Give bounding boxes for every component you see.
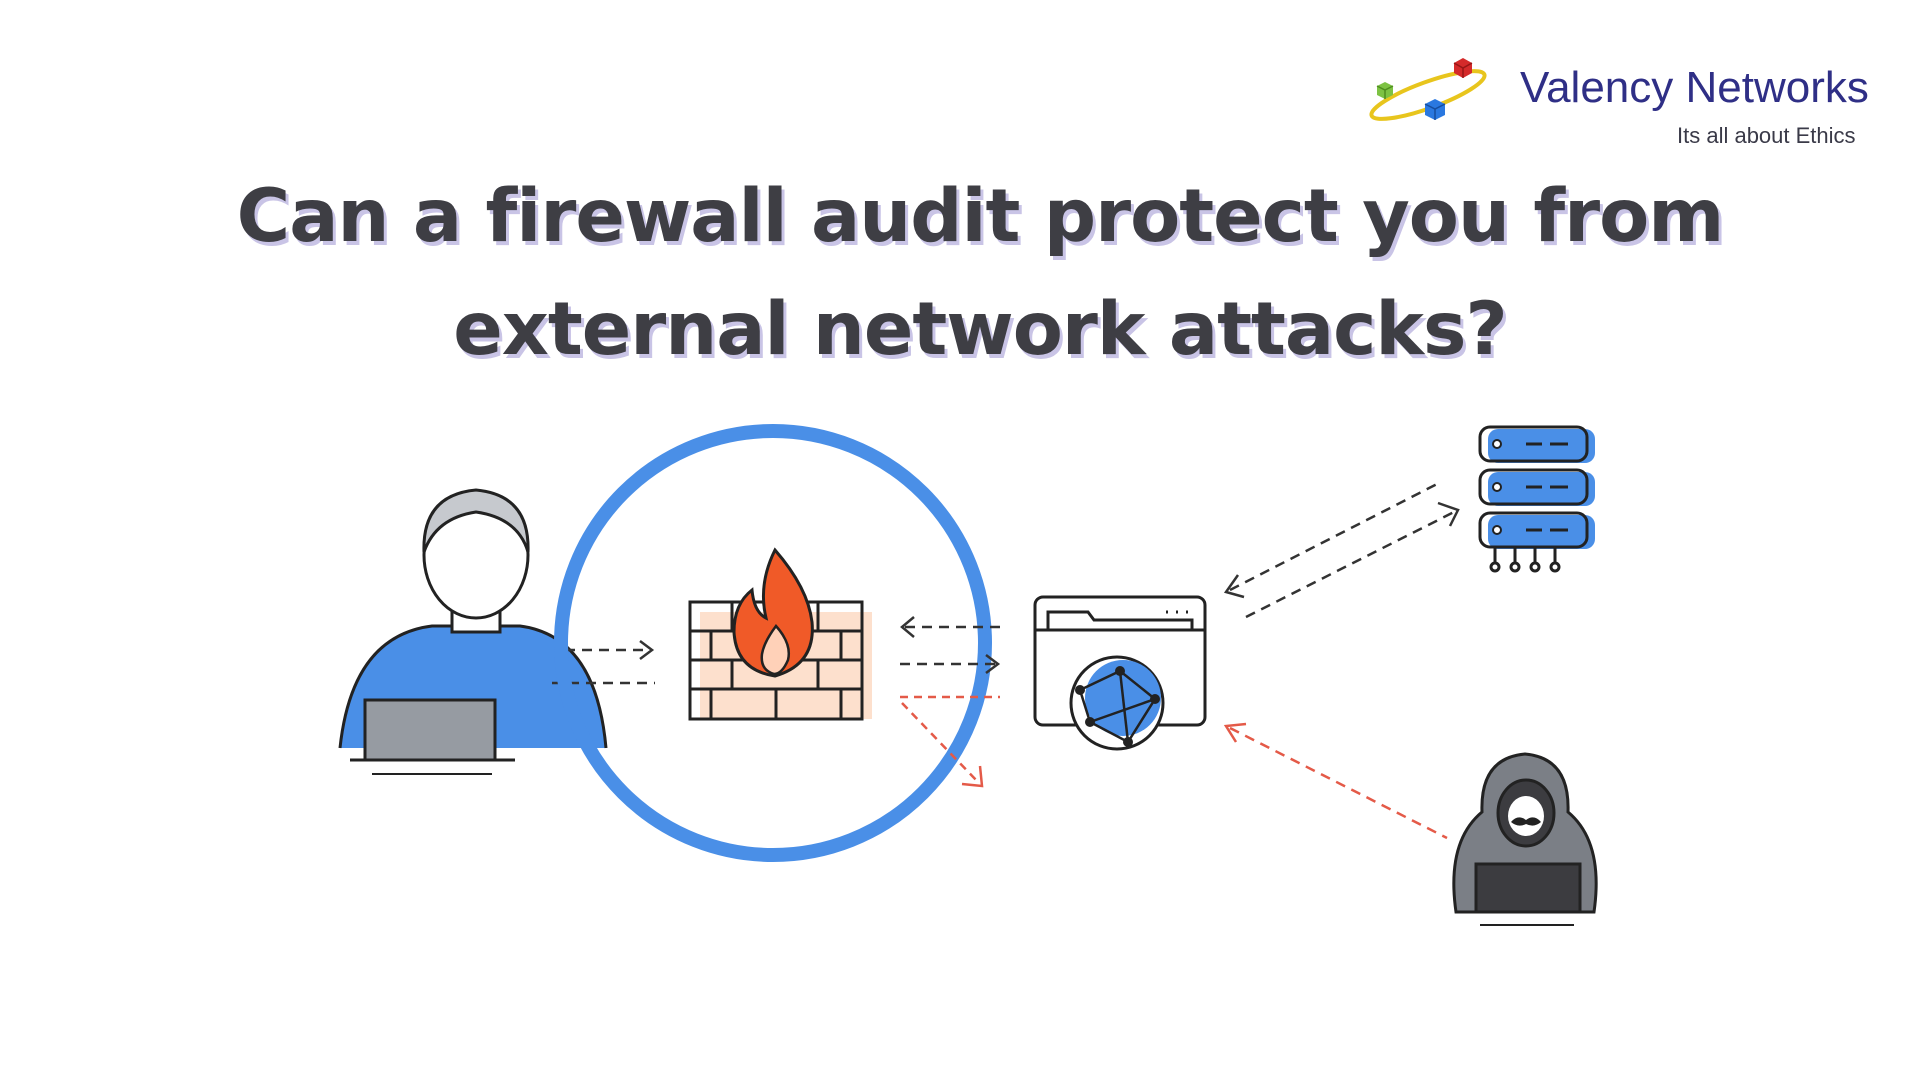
logo-cubes-icon <box>1369 58 1487 121</box>
hacker-icon <box>1452 752 1598 926</box>
flame-icon <box>732 547 814 678</box>
brand-name: Valency Networks <box>1520 63 1869 112</box>
firewall-icon <box>688 547 872 721</box>
highlight-ring <box>554 424 992 862</box>
firewall-browser-arrows <box>900 616 1005 788</box>
browser-server-arrows <box>1223 482 1460 619</box>
user-laptop-icon <box>338 488 608 775</box>
brand-logo: Valency Networks Its all about Ethics <box>1365 55 1885 160</box>
page-title: Can a firewall audit protect you from ex… <box>236 174 1725 372</box>
attack-arrow <box>1223 722 1448 840</box>
browser-globe-icon <box>1033 595 1207 751</box>
brand-tagline: Its all about Ethics <box>1677 123 1856 148</box>
server-stack-icon <box>1478 425 1595 573</box>
